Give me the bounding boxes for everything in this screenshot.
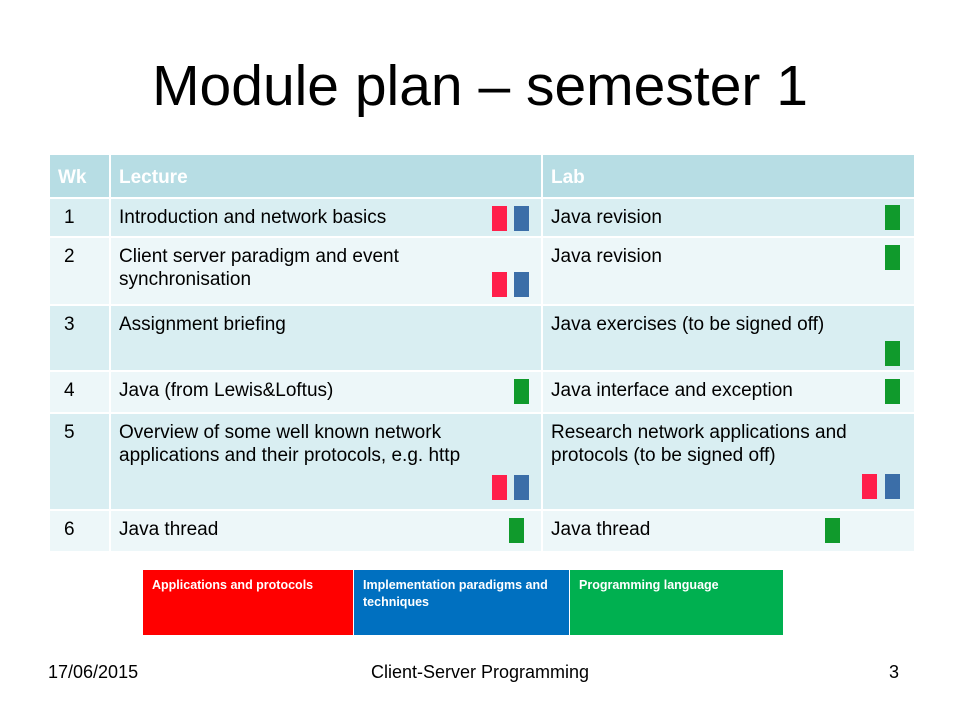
week-number: 3 bbox=[48, 304, 111, 372]
implementation-marker-icon bbox=[514, 206, 529, 231]
lab-cell: Java exercises (to be signed off) bbox=[541, 304, 916, 372]
lecture-cell: Java thread bbox=[109, 509, 543, 553]
lecture-text: Java thread bbox=[119, 519, 219, 540]
lab-text: Java thread bbox=[551, 519, 651, 540]
legend-implementation: Implementation paradigms and techniques bbox=[353, 570, 569, 635]
lab-text: Java exercises (to be signed off) bbox=[551, 314, 825, 335]
programming-marker-icon bbox=[885, 205, 900, 230]
footer-title: Client-Server Programming bbox=[370, 662, 590, 682]
lecture-text: Client server paradigm and event synchro… bbox=[119, 246, 399, 290]
lecture-text: Introduction and network basics bbox=[119, 207, 387, 228]
lecture-cell: Introduction and network basics bbox=[109, 197, 543, 238]
applications-marker-icon bbox=[492, 272, 507, 297]
applications-marker-icon bbox=[492, 475, 507, 500]
lecture-cell: Overview of some well known network appl… bbox=[109, 412, 543, 511]
header-lecture: Lecture bbox=[109, 153, 543, 199]
lecture-text: Assignment briefing bbox=[119, 314, 286, 335]
lab-text: Java interface and exception bbox=[551, 380, 793, 401]
implementation-marker-icon bbox=[514, 272, 529, 297]
table-header-row: Wk Lecture Lab bbox=[48, 153, 916, 199]
table-row: 2 Client server paradigm and event synch… bbox=[48, 236, 916, 306]
applications-marker-icon bbox=[492, 206, 507, 231]
footer-date: 17/06/2015 bbox=[48, 662, 139, 682]
week-number: 6 bbox=[48, 509, 111, 553]
lab-text: Java revision bbox=[551, 207, 662, 228]
table-row: 6 Java thread Java thread bbox=[48, 509, 916, 553]
implementation-marker-icon bbox=[885, 474, 900, 499]
header-lab: Lab bbox=[541, 153, 916, 199]
applications-marker-icon bbox=[862, 474, 877, 499]
slide-title: Module plan – semester 1 bbox=[152, 54, 808, 118]
table-row: 4 Java (from Lewis&Loftus) Java interfac… bbox=[48, 370, 916, 414]
table-row: 5 Overview of some well known network ap… bbox=[48, 412, 916, 511]
lab-cell: Research network applications and protoc… bbox=[541, 412, 916, 511]
lab-text: Research network applications and protoc… bbox=[551, 422, 847, 466]
programming-marker-icon bbox=[825, 518, 840, 543]
lab-cell: Java revision bbox=[541, 197, 916, 238]
week-number: 2 bbox=[48, 236, 111, 306]
legend-programming: Programming language bbox=[569, 570, 783, 635]
week-number: 4 bbox=[48, 370, 111, 414]
week-number: 1 bbox=[48, 197, 111, 238]
lab-text: Java revision bbox=[551, 246, 662, 267]
programming-marker-icon bbox=[885, 379, 900, 404]
legend-applications: Applications and protocols bbox=[143, 570, 353, 635]
lab-cell: Java revision bbox=[541, 236, 916, 306]
lecture-cell: Java (from Lewis&Loftus) bbox=[109, 370, 543, 414]
programming-marker-icon bbox=[885, 245, 900, 270]
module-plan-table: Wk Lecture Lab 1 Introduction and networ… bbox=[48, 153, 916, 553]
lab-cell: Java interface and exception bbox=[541, 370, 916, 414]
lecture-cell: Assignment briefing bbox=[109, 304, 543, 372]
footer-page-number: 3 bbox=[888, 662, 899, 682]
programming-marker-icon bbox=[885, 341, 900, 366]
lab-cell: Java thread bbox=[541, 509, 916, 553]
week-number: 5 bbox=[48, 412, 111, 511]
lecture-text: Java (from Lewis&Loftus) bbox=[119, 380, 334, 401]
category-legend: Applications and protocols Implementatio… bbox=[143, 570, 783, 635]
lecture-cell: Client server paradigm and event synchro… bbox=[109, 236, 543, 306]
programming-marker-icon bbox=[509, 518, 524, 543]
table-row: 1 Introduction and network basics Java r… bbox=[48, 197, 916, 238]
table-row: 3 Assignment briefing Java exercises (to… bbox=[48, 304, 916, 372]
lecture-text: Overview of some well known network appl… bbox=[119, 422, 461, 466]
programming-marker-icon bbox=[514, 379, 529, 404]
header-wk: Wk bbox=[48, 153, 111, 199]
implementation-marker-icon bbox=[514, 475, 529, 500]
